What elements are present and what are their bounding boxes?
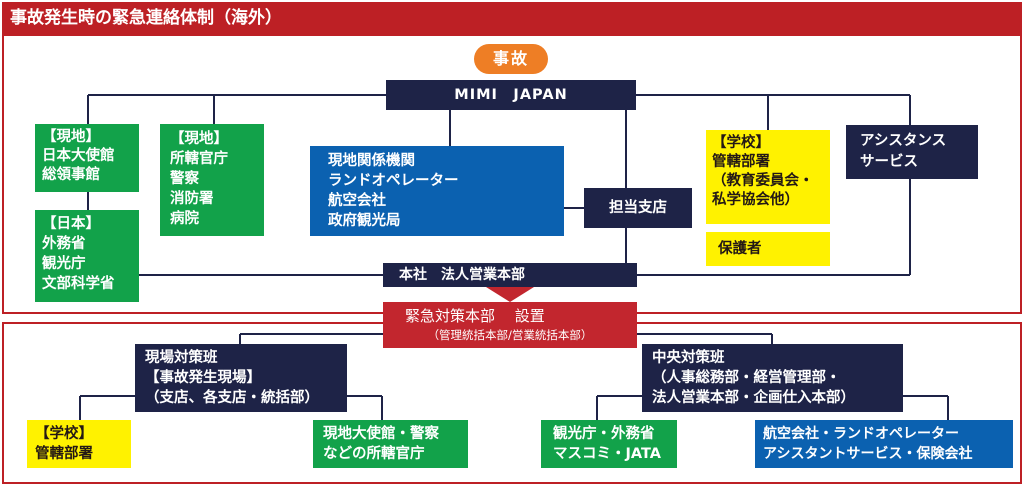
down-arrow-icon — [486, 287, 534, 302]
local-authority-box: 【現地】 所轄官庁 警察 消防署 病院 — [160, 124, 264, 236]
local-agencies-box: 現地関係機関 ランドオペレーター 航空会社 政府観光局 — [310, 146, 564, 236]
japan-government-box: 【日本】 外務省 観光庁 文部科学省 — [35, 210, 139, 302]
school-top-box: 【学校】 管轄部署 （教育委員会・ 私学協会他） — [706, 130, 830, 224]
field-team-box: 現場対策班 【事故発生現場】 （支店、各支店・統括部） — [135, 344, 347, 412]
emergency-hq-subtitle: （管理統括本部/営業統括本部） — [427, 328, 593, 342]
airline-services-box: 航空会社・ランドオペレーター アシスタントサービス・保険会社 — [755, 420, 1013, 468]
accident-label: 事故 — [474, 44, 548, 74]
local-embassy-box: 【現地】 日本大使館 総領事館 — [35, 124, 139, 192]
emergency-hq-box: 緊急対策本部 設置 （管理統括本部/営業統括本部） — [383, 302, 637, 348]
school-bottom-box: 【学校】 管轄部署 — [27, 420, 131, 468]
head-office-box: 本社 法人営業本部 — [383, 263, 637, 287]
central-team-box: 中央対策班 （人事総務部・経営管理部・ 法人営業本部・企画仕入本部） — [642, 344, 903, 412]
mimi-japan-box: MIMI JAPAN — [386, 80, 636, 110]
guardian-box: 保護者 — [706, 232, 830, 266]
page-title: 事故発生時の緊急連絡体制（海外） — [2, 2, 1022, 34]
branch-office-box: 担当支店 — [584, 188, 692, 228]
assistance-service-box: アシスタンス サービス — [846, 125, 978, 179]
embassy-police-box: 現地大使館・警察 などの所轄官庁 — [313, 420, 468, 468]
tourism-media-box: 観光庁・外務省 マスコミ・JATA — [541, 420, 677, 468]
emergency-hq-title: 緊急対策本部 設置 — [405, 307, 545, 325]
